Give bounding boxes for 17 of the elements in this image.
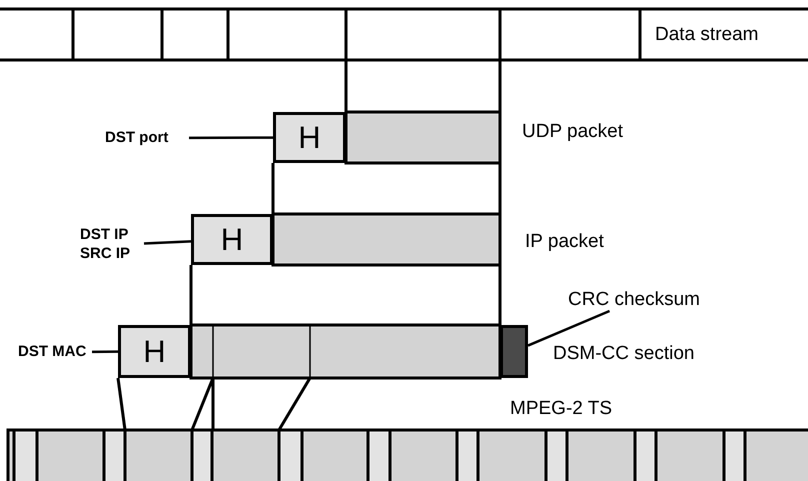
- leader-line: [189, 136, 273, 140]
- layer-label: Data stream: [655, 24, 758, 46]
- leader-line: [92, 350, 118, 354]
- layer-label: DSM-CC section: [553, 343, 694, 365]
- field-label: CRC checksum: [568, 289, 703, 311]
- header-block: H: [191, 214, 273, 265]
- layer-label: IP packet: [525, 231, 604, 253]
- layer-label: UDP packet: [522, 121, 624, 143]
- header-block: H: [118, 325, 191, 378]
- layer-label: MPEG-2 TS: [510, 398, 612, 420]
- header-block: H: [273, 112, 346, 163]
- field-label: DST IP SRC IP: [80, 225, 144, 265]
- field-label: DST port: [105, 128, 189, 148]
- checksum-block: [500, 325, 528, 378]
- field-label: DST MAC: [18, 342, 92, 362]
- leader-line: [528, 310, 610, 347]
- leader-line: [144, 240, 192, 245]
